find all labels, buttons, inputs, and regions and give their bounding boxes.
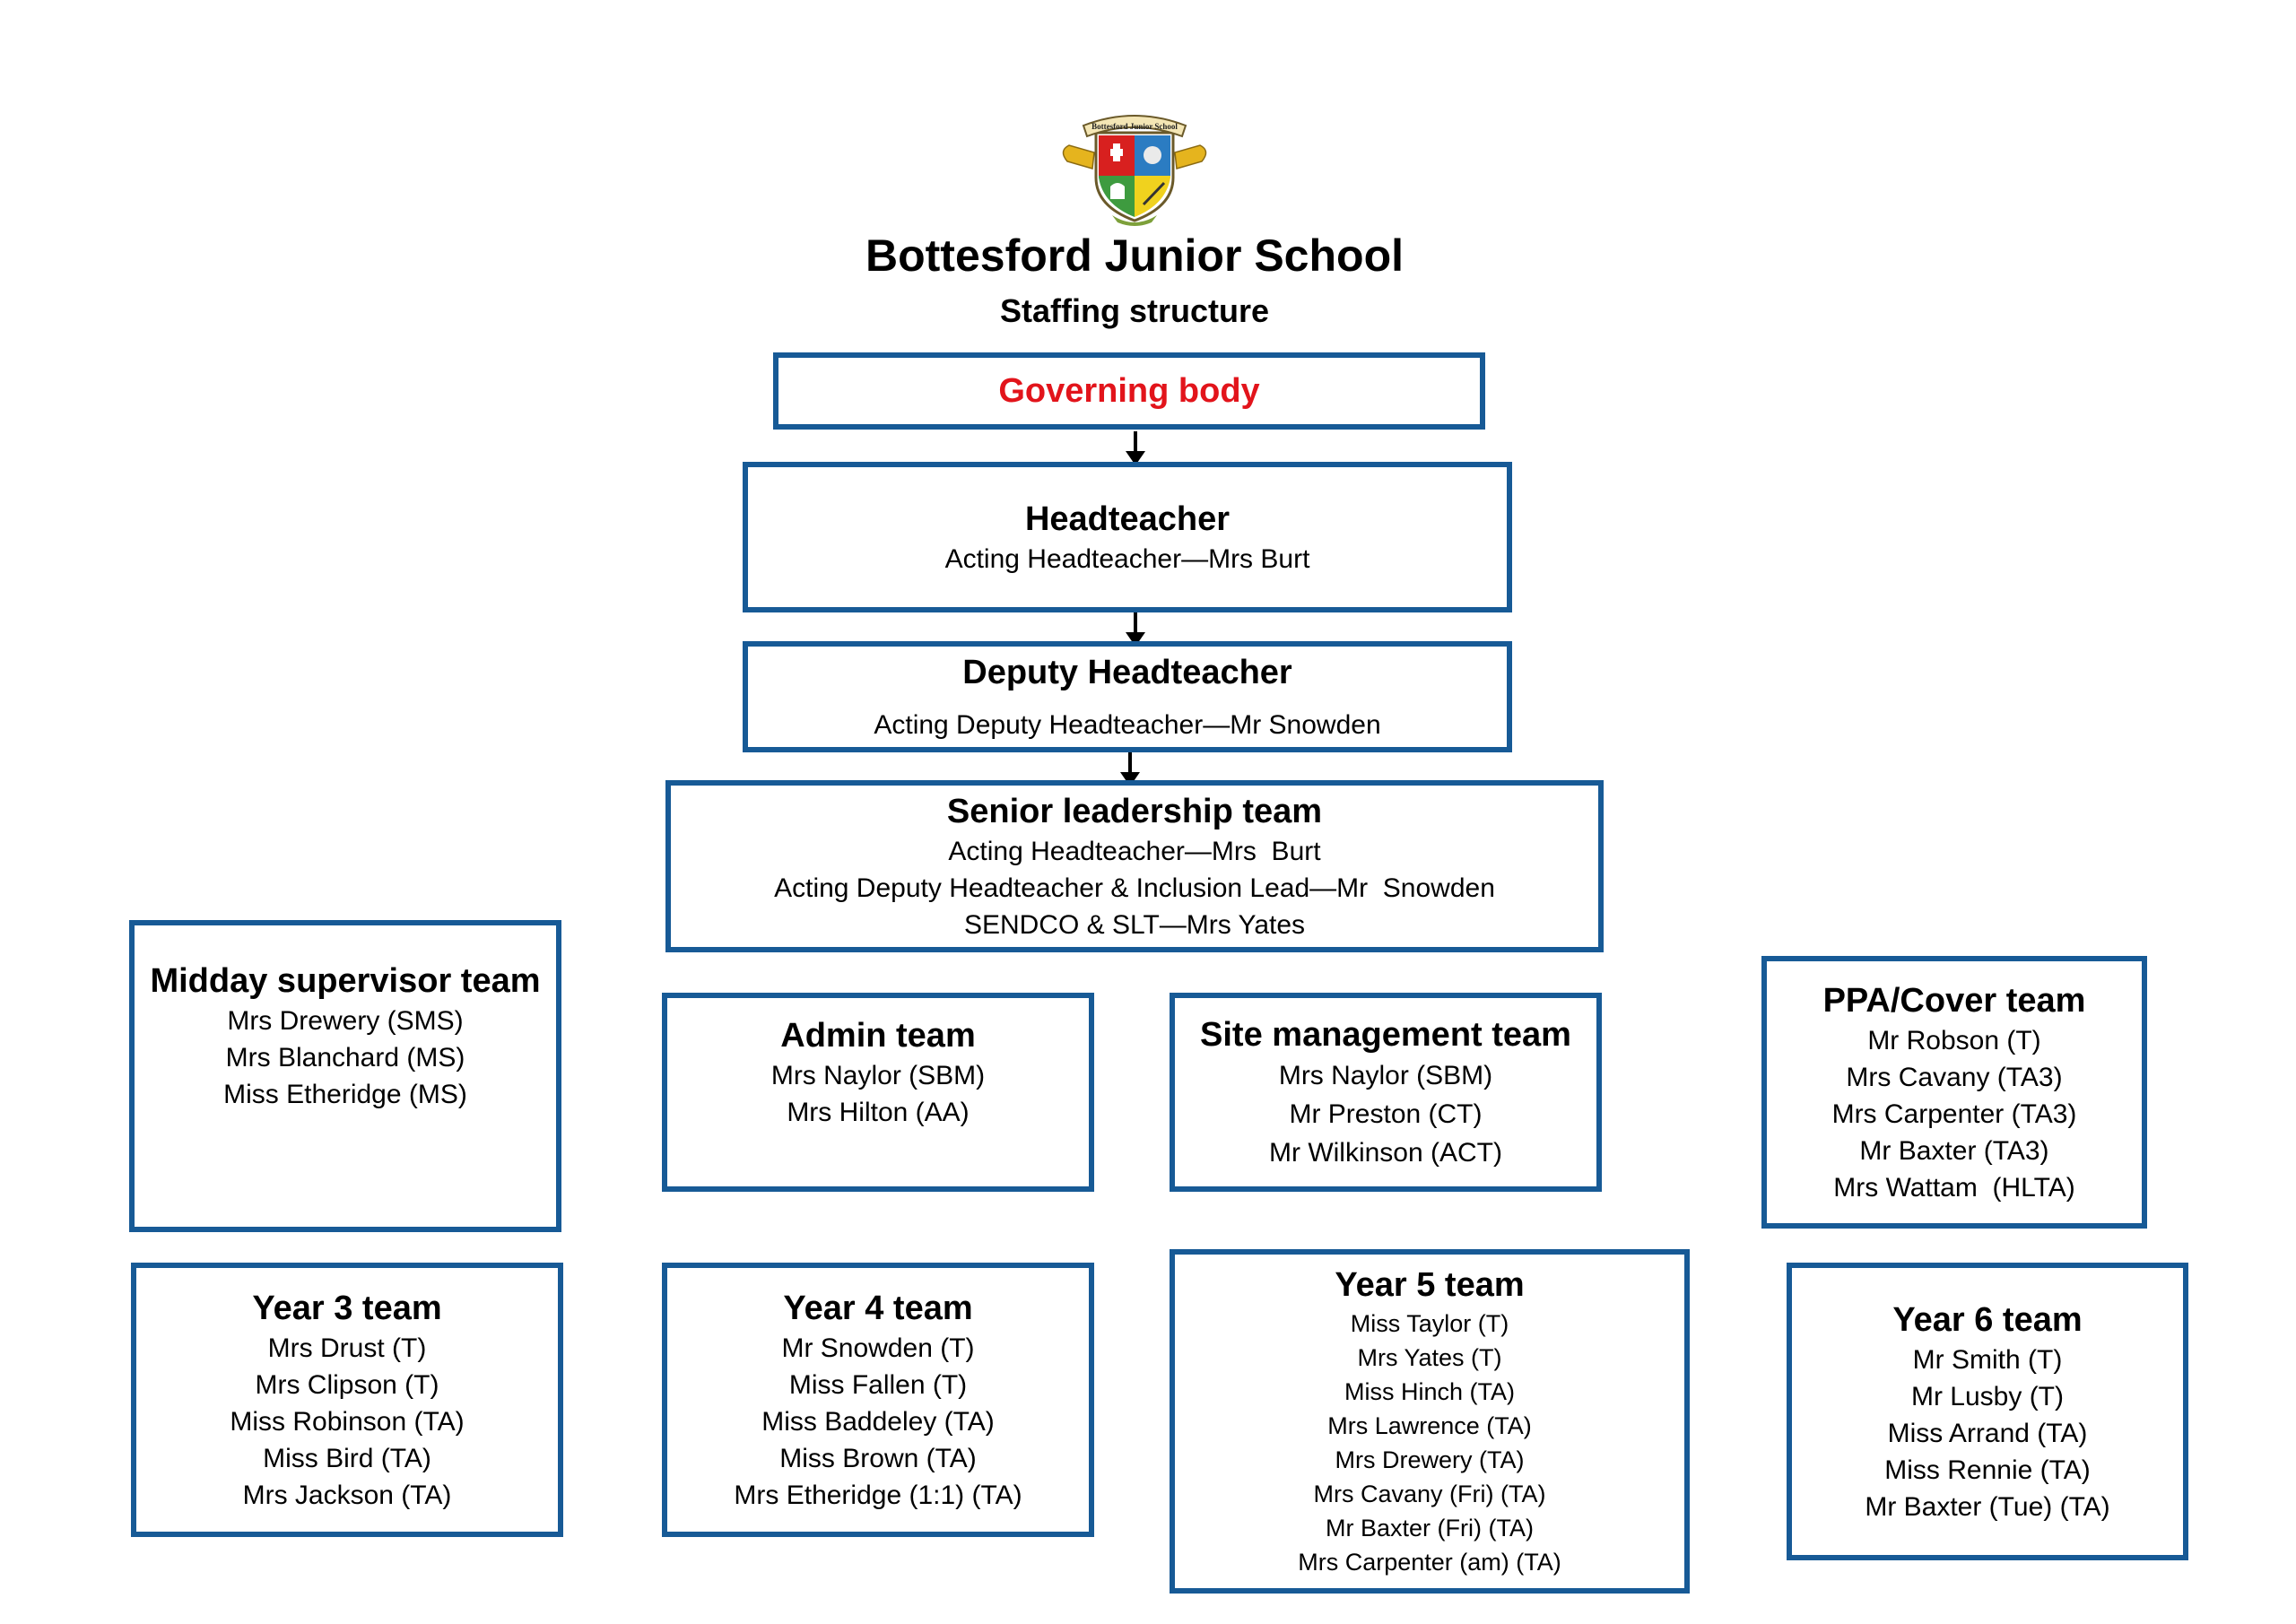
slt-title: Senior leadership team: [946, 792, 1323, 830]
team-member: Miss Etheridge (MS): [223, 1079, 467, 1109]
year-6-team-box: Year 6 team Mr Smith (T) Mr Lusby (T) Mi…: [1787, 1263, 2188, 1560]
team-member: Miss Brown (TA): [779, 1443, 977, 1473]
team-member: Mr Lusby (T): [1910, 1381, 2064, 1411]
slt-member: Acting Headteacher—Mrs Burt: [948, 836, 1321, 866]
team-title: Midday supervisor team: [150, 961, 541, 1000]
team-member: Mrs Carpenter (am) (TA): [1298, 1549, 1561, 1576]
year-4-team-box: Year 4 team Mr Snowden (T) Miss Fallen (…: [662, 1263, 1094, 1537]
team-member: Mr Smith (T): [1912, 1344, 2063, 1375]
admin-team-box: Admin team Mrs Naylor (SBM) Mrs Hilton (…: [662, 993, 1094, 1192]
team-member: Mr Preston (CT): [1289, 1099, 1483, 1129]
team-member: Mrs Drust (T): [267, 1333, 427, 1363]
team-member: Mr Baxter (Tue) (TA): [1865, 1491, 2110, 1522]
page-subtitle: Staffing structure: [999, 292, 1270, 329]
team-member: Mrs Cavany (TA3): [1846, 1062, 2063, 1092]
school-crest-logo: Bottesford Junior School: [1062, 115, 1207, 226]
team-title: Year 4 team: [783, 1289, 973, 1327]
team-member: Mrs Naylor (SBM): [770, 1061, 986, 1090]
team-member: Mr Robson (T): [1867, 1025, 2041, 1055]
deputy-headteacher-member: Acting Deputy Headteacher—Mr Snowden: [874, 709, 1381, 740]
slt-member: Acting Deputy Headteacher & Inclusion Le…: [774, 873, 1495, 903]
year-5-team-box: Year 5 team Miss Taylor (T) Mrs Yates (T…: [1170, 1249, 1690, 1594]
team-member: Miss Taylor (T): [1350, 1310, 1509, 1337]
team-member: Mrs Hilton (AA): [787, 1098, 970, 1127]
team-member: Mr Wilkinson (ACT): [1269, 1137, 1502, 1168]
team-member: Mrs Lawrence (TA): [1327, 1412, 1532, 1439]
year-3-team-box: Year 3 team Mrs Drust (T) Mrs Clipson (T…: [131, 1263, 563, 1537]
headteacher-title: Headteacher: [1024, 499, 1231, 538]
team-member: Mrs Etheridge (1:1) (TA): [734, 1480, 1022, 1510]
team-member: Mr Snowden (T): [781, 1333, 975, 1363]
slt-member: SENDCO & SLT—Mrs Yates: [963, 909, 1306, 940]
team-member: Miss Hinch (TA): [1344, 1378, 1515, 1405]
team-title: Year 3 team: [252, 1289, 442, 1327]
team-member: Miss Robinson (TA): [230, 1406, 465, 1437]
arrow-down-icon: [1120, 752, 1140, 786]
governing-body-title: Governing body: [998, 372, 1260, 410]
team-member: Mr Baxter (Fri) (TA): [1326, 1515, 1534, 1541]
team-title: PPA/Cover team: [1822, 981, 2086, 1020]
arrow-down-icon: [1126, 612, 1145, 647]
team-member: Mrs Jackson (TA): [242, 1480, 452, 1510]
team-member: Miss Baddeley (TA): [761, 1406, 995, 1437]
team-title: Admin team: [780, 1017, 976, 1055]
team-member: Mrs Carpenter (TA3): [1831, 1099, 2077, 1129]
team-member: Mrs Cavany (Fri) (TA): [1313, 1481, 1546, 1507]
deputy-headteacher-box: Deputy Headteacher Acting Deputy Headtea…: [743, 641, 1512, 752]
team-member: Mrs Drewery (SMS): [227, 1005, 464, 1036]
headteacher-member: Acting Headteacher—Mrs Burt: [944, 543, 1310, 574]
team-title: Year 6 team: [1892, 1300, 2083, 1339]
team-member: Mr Baxter (TA3): [1859, 1135, 2049, 1166]
team-member: Miss Arrand (TA): [1887, 1418, 2088, 1448]
team-member: Mrs Wattam (HLTA): [1833, 1172, 2075, 1203]
governing-body-box: Governing body: [773, 352, 1485, 430]
team-member: Mrs Blanchard (MS): [225, 1042, 465, 1073]
team-member: Miss Fallen (T): [788, 1369, 968, 1400]
page-title: Bottesford Junior School: [865, 230, 1404, 281]
team-title: Year 5 team: [1335, 1266, 1525, 1304]
team-title: Site management team: [1200, 1015, 1571, 1054]
midday-supervisor-team-box: Midday supervisor team Mrs Drewery (SMS)…: [129, 920, 561, 1232]
site-management-team-box: Site management team Mrs Naylor (SBM) Mr…: [1170, 993, 1602, 1192]
crest-banner-text: Bottesford Junior School: [1091, 122, 1178, 131]
ppa-cover-team-box: PPA/Cover team Mr Robson (T) Mrs Cavany …: [1761, 956, 2147, 1229]
arrow-down-icon: [1126, 431, 1145, 465]
senior-leadership-team-box: Senior leadership team Acting Headteache…: [665, 780, 1604, 952]
team-member: Miss Rennie (TA): [1884, 1455, 2091, 1485]
team-member: Mrs Yates (T): [1357, 1344, 1502, 1371]
team-member: Mrs Clipson (T): [255, 1369, 439, 1400]
deputy-headteacher-title: Deputy Headteacher: [962, 653, 1292, 691]
team-member: Miss Bird (TA): [263, 1443, 431, 1473]
team-member: Mrs Naylor (SBM): [1278, 1060, 1493, 1090]
team-member: Mrs Drewery (TA): [1335, 1446, 1525, 1473]
headteacher-box: Headteacher Acting Headteacher—Mrs Burt: [743, 462, 1512, 612]
